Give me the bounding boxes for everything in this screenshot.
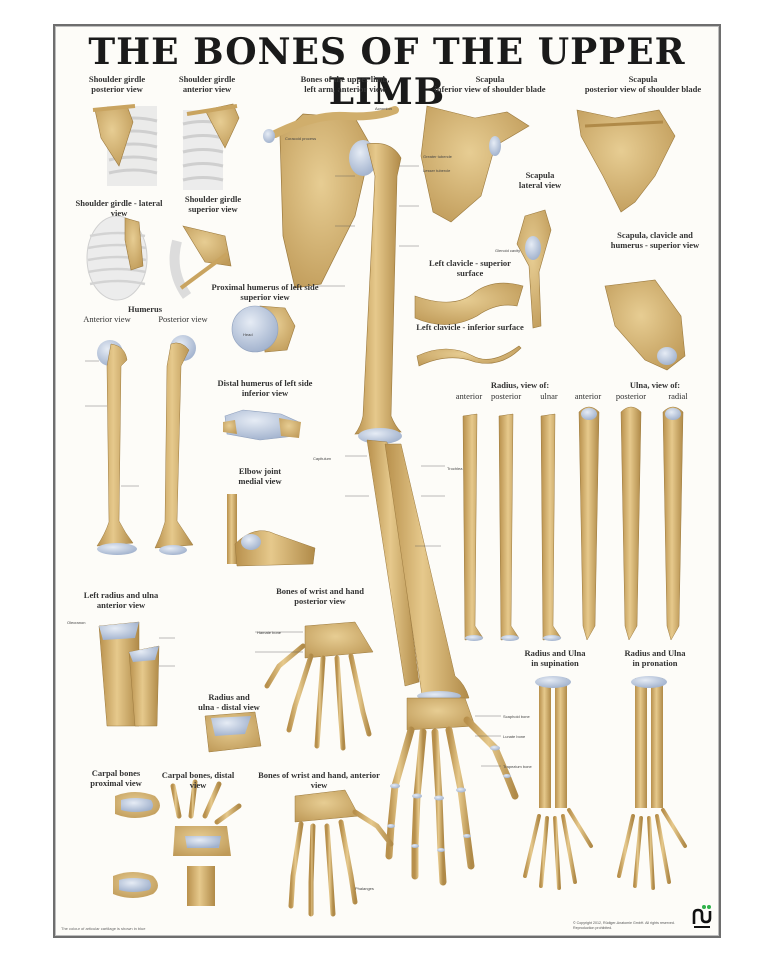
label-coracoid-process: Coracoid process (285, 136, 317, 141)
label-lunate: Lunate bone (503, 734, 526, 739)
caption-scapula-posterior: Scapula posterior view of shoulder blade (584, 74, 702, 94)
wrist-hand-anterior-figure (288, 789, 394, 917)
copyright-text: © Copyright 2012, Rüdiger-Anatomie GmbH.… (573, 921, 675, 930)
caption-bones-upper-limb: Bones of the upper limb, left arm, anter… (300, 74, 390, 94)
caption-humerus-anterior: Anterior view (83, 314, 131, 324)
radius-views-figure (462, 413, 562, 641)
main-arm-figure (263, 106, 519, 886)
radius-ulna-supination-figure (523, 676, 593, 890)
caption-left-radius-ulna: Left radius and ulna anterior view (83, 590, 159, 610)
caption-proximal-humerus: Proximal humerus of left side superior v… (211, 282, 319, 302)
poster-title: THE BONES OF THE UPPER LIMB (88, 31, 686, 113)
humerus-posterior-figure (154, 335, 196, 555)
caption-carpal-proximal: Carpal bones proximal view (90, 768, 142, 788)
humerus-anterior-figure (96, 340, 137, 555)
bone-illustrations (85, 103, 687, 917)
radius-view-posterior: posterior (491, 391, 522, 401)
caption-elbow-joint: Elbow joint medial view (238, 466, 282, 486)
caption-left-clavicle-superior: Left clavicle - superior surface (429, 258, 511, 278)
anatomy-poster: THE BONES OF THE UPPER LIMB (53, 24, 721, 938)
caption-humerus: Humerus (128, 304, 162, 314)
ulna-view-posterior: posterior (615, 391, 647, 401)
ulna-view-anterior: anterior (574, 391, 602, 401)
radius-ulna-pronation-figure (617, 676, 687, 890)
distal-humerus-figure (223, 409, 301, 441)
shoulder-girdle-lateral-figure (86, 215, 148, 301)
ulna-views-figure (578, 406, 684, 641)
carpal-proximal-figure (113, 792, 160, 898)
caption-shoulder-girdle-anterior: Shoulder girdle anterior view (178, 74, 236, 94)
caption-scapula-lateral: Scapula lateral view (518, 170, 562, 190)
caption-radius-ulna-pronation: Radius and Ulna in pronation (624, 648, 686, 668)
left-clavicle-superior-figure (414, 282, 524, 325)
caption-scapula-clavicle-humerus: Scapula, clavicle and humerus - superior… (610, 230, 700, 250)
proximal-humerus-figure (231, 305, 296, 353)
caption-scapula-inferior: Scapula inferior view of shoulder blade (434, 74, 546, 94)
scapula-posterior-figure (576, 109, 676, 213)
label-greater-tubercle: Greater tubercle (423, 154, 452, 159)
label-phalanges: Phalanges (355, 886, 374, 891)
caption-carpal-distal: Carpal bones, distal view (161, 770, 235, 790)
label-acromion: Acromion (375, 106, 392, 111)
shoulder-girdle-superior-figure (169, 225, 232, 299)
caption-shoulder-girdle-lateral: Shoulder girdle - lateral view (75, 198, 163, 218)
caption-wrist-hand-anterior: Bones of wrist and hand, anterior view (258, 770, 380, 790)
caption-shoulder-girdle-superior: Shoulder girdle superior view (184, 194, 242, 214)
caption-radius-ulna-supination: Radius and Ulna in supination (524, 648, 586, 668)
shoulder-girdle-posterior-figure (92, 104, 158, 186)
publisher-logo-icon (692, 905, 712, 928)
ulna-view-radial: radial (668, 391, 688, 401)
scapula-clavicle-humerus-superior-figure (604, 279, 686, 371)
caption-shoulder-girdle-posterior: Shoulder girdle posterior view (88, 74, 146, 94)
radius-view-anterior: anterior (455, 391, 483, 401)
caption-radius-views: Radius, view of: (490, 380, 550, 390)
scapula-lateral-figure (516, 209, 552, 329)
label-capitulum: Capitulum (313, 456, 332, 461)
wrist-hand-posterior-figure (264, 621, 374, 751)
elbow-joint-figure (227, 494, 316, 567)
caption-wrist-hand-posterior: Bones of wrist and hand posterior view (276, 586, 364, 606)
caption-ulna-views: Ulna, view of: (629, 380, 681, 390)
caption-distal-humerus: Distal humerus of left side inferior vie… (217, 378, 313, 398)
left-radius-ulna-figure (98, 621, 160, 727)
radius-ulna-distal-figure (204, 711, 262, 753)
label-trochlea: Trochlea (447, 466, 463, 471)
label-scaphoid: Scaphoid bone (503, 714, 530, 719)
left-clavicle-inferior-figure (416, 345, 522, 367)
carpal-distal-figure (170, 779, 242, 906)
scapula-inferior-figure (420, 105, 530, 223)
label-glenoid-cavity: Glenoid cavity (495, 248, 521, 253)
label-olecranon: Olecranon (67, 620, 86, 625)
radius-view-ulnar: ulnar (540, 391, 558, 401)
footer-cartilage-note: The colour of articular cartilage is sho… (61, 926, 146, 931)
label-lesser-tubercle: Lesser tubercle (423, 168, 451, 173)
caption-left-clavicle-inferior: Left clavicle - inferior surface (416, 322, 524, 332)
label-trapezium: Trapezium bone (503, 764, 532, 769)
shoulder-girdle-anterior-figure (182, 103, 240, 190)
label-hamate: Hamate bone (257, 630, 282, 635)
caption-radius-ulna-distal: Radius and ulna - distal view (198, 692, 260, 712)
leader-lines (85, 165, 501, 767)
label-head: Head (243, 332, 253, 337)
caption-humerus-posterior: Posterior view (158, 314, 208, 324)
